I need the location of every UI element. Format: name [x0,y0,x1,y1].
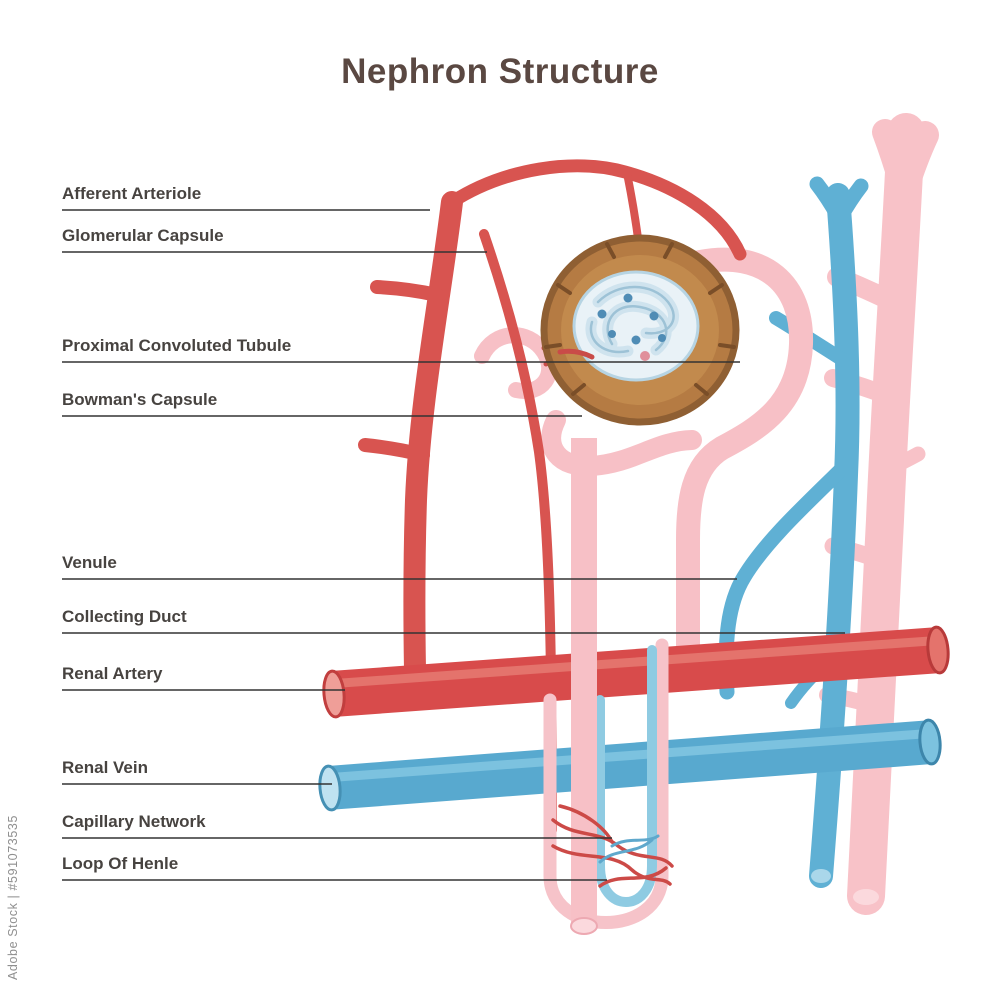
glomerulus-loops [585,281,679,358]
label-glomerular-capsule: Glomerular Capsule [62,226,224,245]
label-loop-of-henle: Loop Of Henle [62,854,179,873]
renal-artery-tube [330,627,942,717]
vein-fork [832,178,869,226]
renal-artery-opening-left [322,669,346,719]
loop-outer-pink [543,638,669,929]
capillary-blue [598,838,654,864]
capillary-blue [610,834,660,848]
vein-opening [811,869,831,883]
pink-vessel-trunk [847,113,925,915]
renal-vein-highlight [333,729,927,782]
capillary-red [598,866,668,888]
renal-vein-vessel [318,718,942,812]
label-afferent-arteriole: Afferent Arteriole [62,184,202,203]
capillary-red [551,844,672,886]
glomerulus-cells [597,293,666,361]
renal-artery-highlight [337,636,935,688]
label-renal-artery: Renal Artery [62,664,163,683]
arteriole-trunk [403,191,463,681]
afferent-entry [557,348,595,360]
capillary-red [551,818,674,868]
label-bowmans-capsule: Bowman's Capsule [62,390,218,409]
pink-vessel-branch [879,446,926,478]
renal-vein-opening-left [318,764,342,812]
renal-artery-vessel [322,625,950,719]
collecting-duct-tube [570,438,598,935]
renal-vein-opening-right [918,718,942,766]
distal-tubule [676,247,814,674]
collecting-duct-opening [570,917,598,935]
afferent-arteriole-arc [445,159,747,261]
renal-artery-opening-right [926,625,950,675]
arteriole-branch [358,438,430,462]
arteriole-branch [370,280,444,302]
stock-watermark: Adobe Stock | #591073535 [6,815,20,980]
renal-vein-tube [326,720,934,810]
diagram-title: Nephron Structure [341,52,659,91]
label-capillary-network: Capillary Network [62,812,206,831]
vein-trunk [809,183,860,888]
leader-lines [62,209,845,881]
pink-vessel-fork-left [872,119,917,203]
pink-vessel-opening [853,889,879,905]
label-venule: Venule [62,553,117,572]
capsule-rim-ticks [544,242,736,396]
label-collecting-duct: Collecting Duct [62,607,187,626]
label-renal-vein: Renal Vein [62,758,148,777]
label-proximal-convoluted-tubule: Proximal Convoluted Tubule [62,336,292,355]
glomerular-capsule-body [540,234,740,426]
